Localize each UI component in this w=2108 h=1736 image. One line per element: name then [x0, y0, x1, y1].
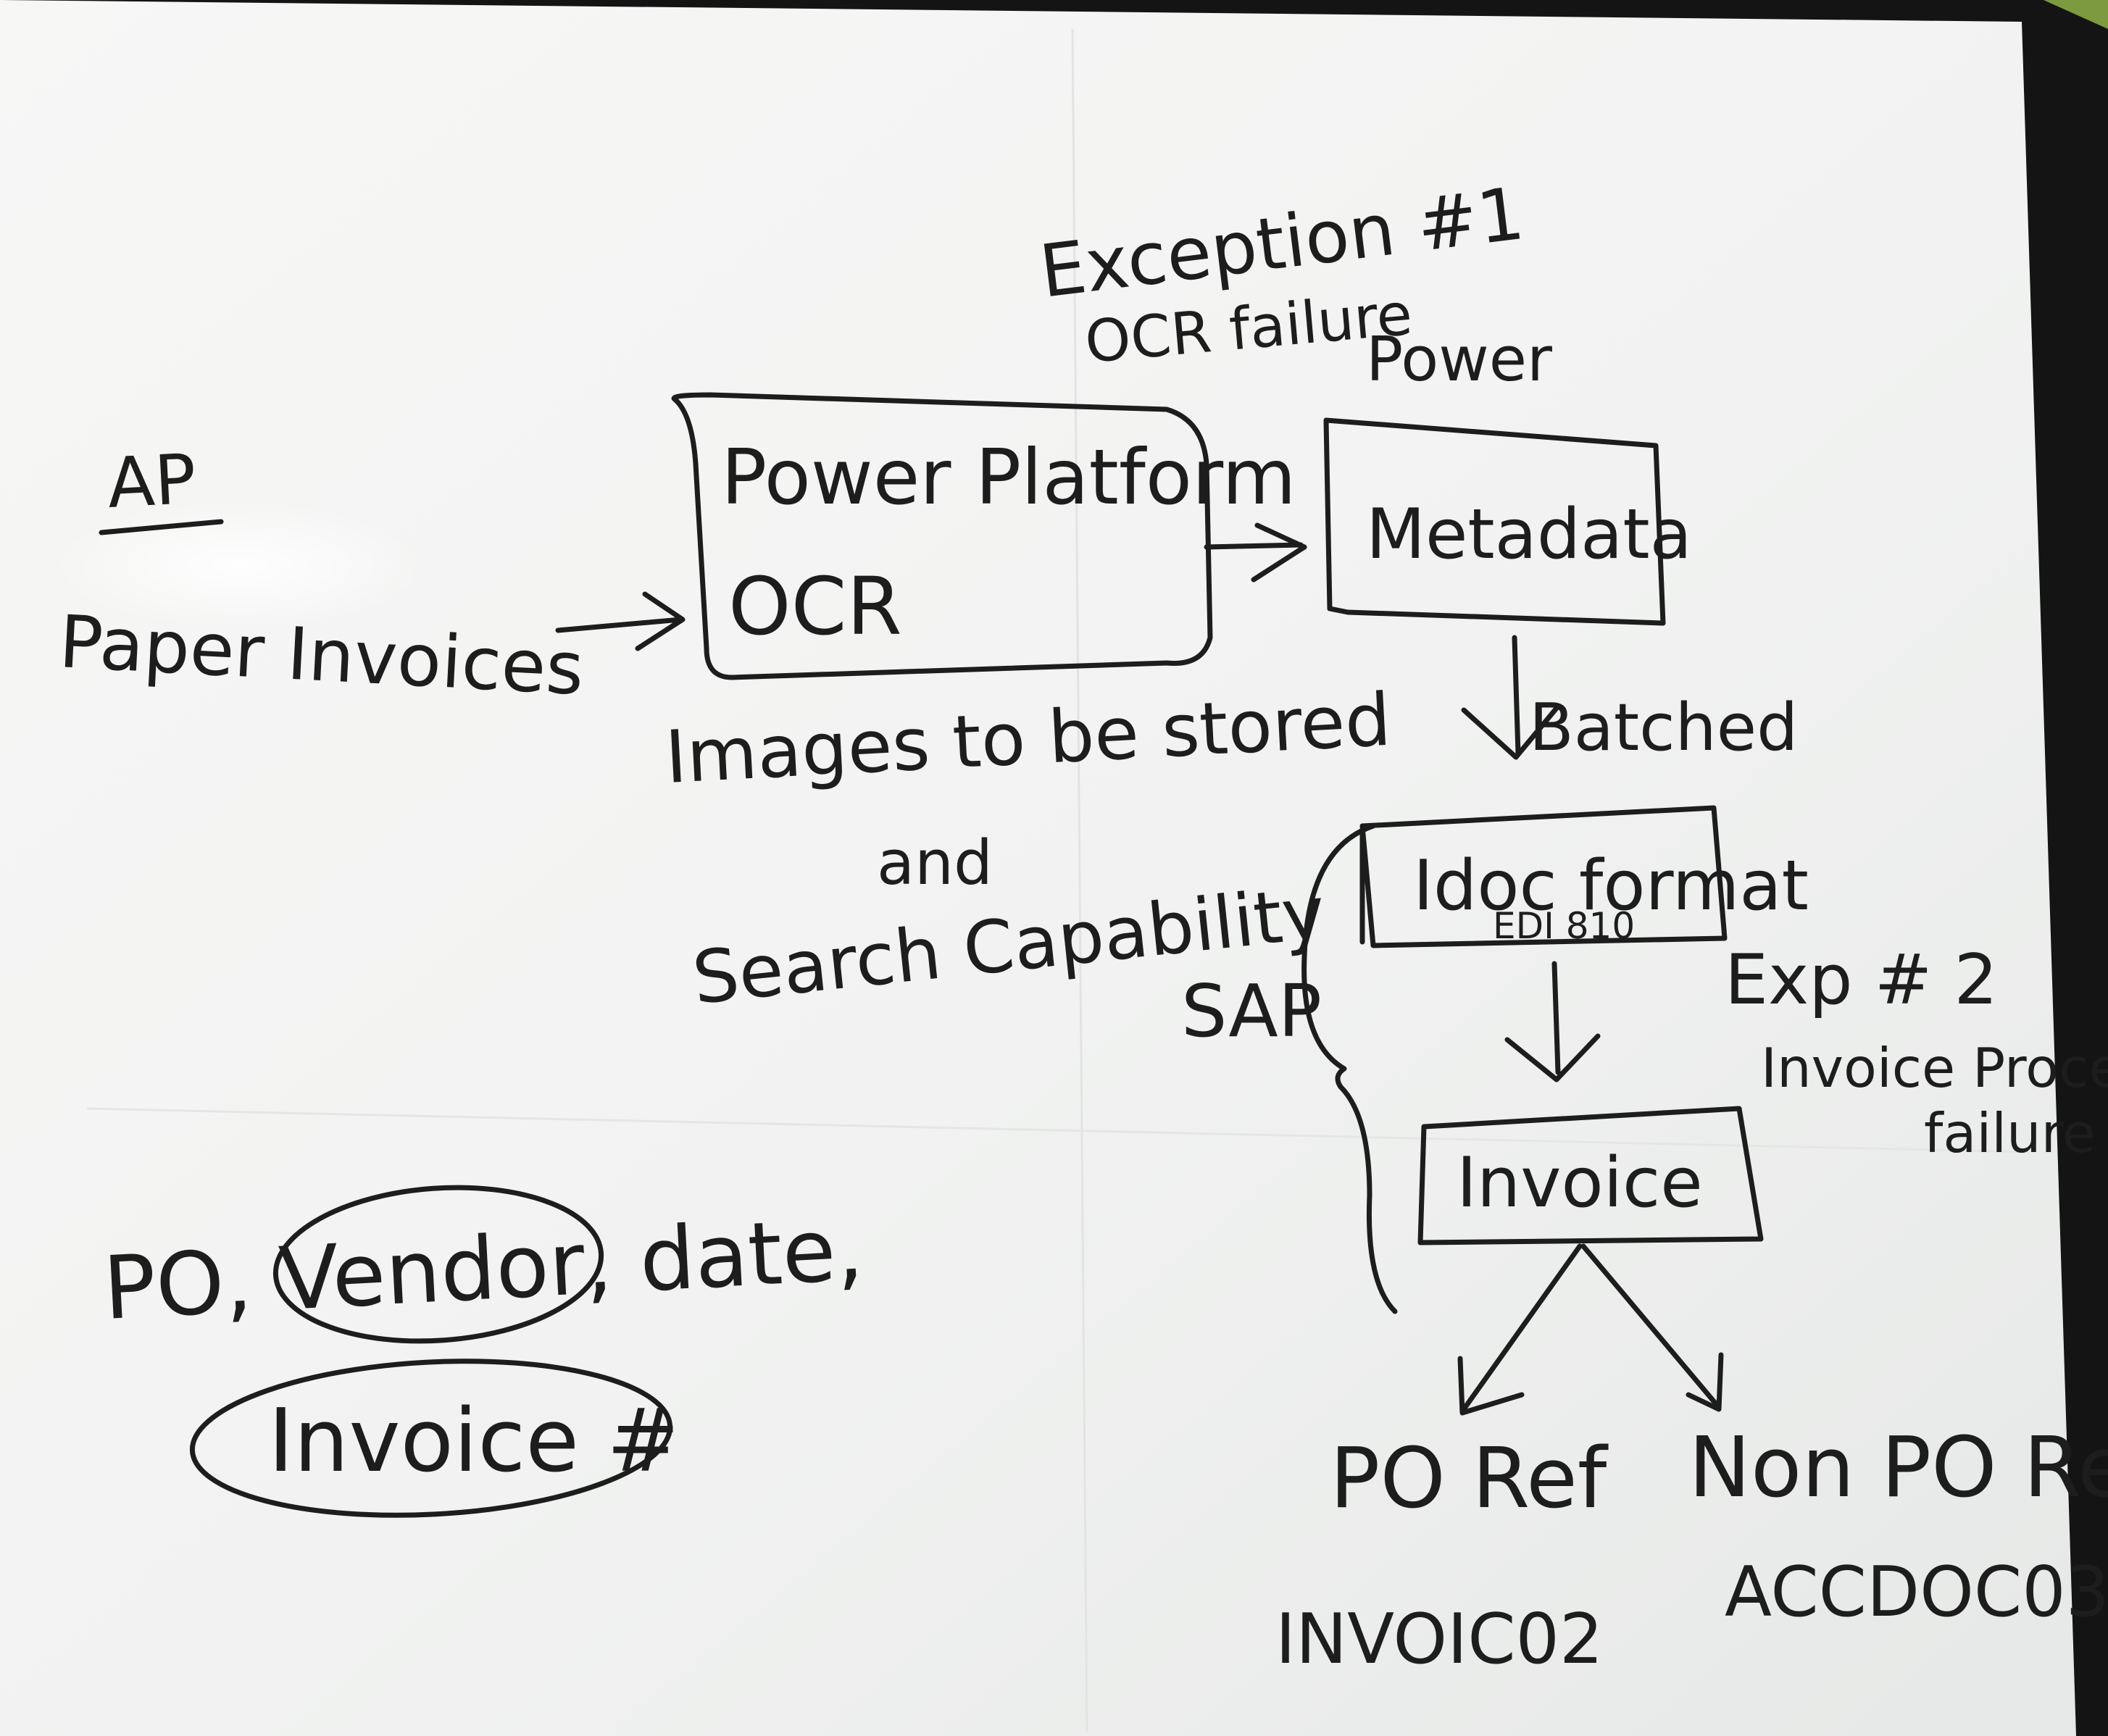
idoc-box-outline	[1359, 805, 1728, 948]
po-code: INVOIC02	[1275, 1600, 1603, 1679]
po-ref-label: PO Ref	[1330, 1430, 1609, 1527]
ocr-box-outline	[671, 392, 1213, 680]
arrow-to-ocr	[555, 591, 686, 651]
idoc-sub: EDI 810	[1493, 905, 1635, 947]
non-po-code: ACCDOC03	[1725, 1553, 2108, 1632]
non-po-ref-label: Non PO Ref	[1688, 1419, 2108, 1516]
ocr-box-line2: OCR	[728, 560, 902, 653]
metadata-box-outline	[1323, 417, 1666, 626]
ap-underline	[99, 519, 224, 535]
exception2-line2: Invoice Process	[1761, 1036, 2108, 1100]
invoice-number-field: Invoice #	[268, 1391, 680, 1492]
arrow-to-metadata	[1204, 522, 1307, 583]
arrow-to-po-ref	[1457, 1243, 1583, 1416]
ap-heading: AP	[105, 440, 198, 524]
batched-label: Batched	[1529, 690, 1798, 766]
ghost-line	[86, 1107, 2030, 1153]
invoice-number-circle	[189, 1359, 673, 1518]
exception2-line1: Exp # 2	[1725, 940, 1998, 1020]
sap-label: SAP	[1181, 969, 1322, 1053]
vendor-circle	[272, 1185, 604, 1344]
light-glare	[51, 500, 428, 630]
arrow-to-non-po-ref	[1580, 1243, 1724, 1412]
invoice-box-outline	[1417, 1106, 1764, 1245]
idoc-label: Idoc format	[1413, 846, 1809, 926]
invoice-box-label: Invoice	[1457, 1143, 1703, 1223]
metadata-caption: Power	[1366, 324, 1552, 396]
sap-brace	[1301, 823, 1398, 1314]
exception2-line3: failure	[1924, 1101, 2096, 1165]
arrow-batched	[1461, 635, 1561, 760]
ocr-box-line1: Power Platform	[721, 433, 1296, 522]
metadata-label: Metadata	[1366, 495, 1692, 575]
ghost-line	[1071, 28, 1088, 1732]
storage-note-line2: and	[877, 827, 993, 899]
arrow-to-invoice	[1504, 961, 1601, 1082]
